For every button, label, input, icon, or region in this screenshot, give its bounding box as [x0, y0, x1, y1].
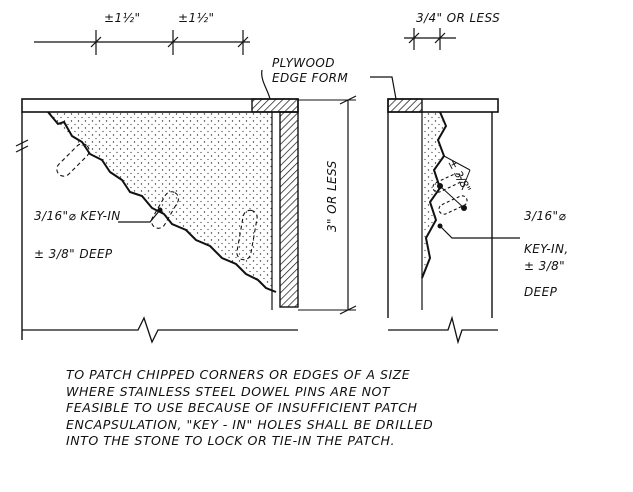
left-keyin-leader — [118, 209, 161, 223]
note-line: INTO THE STONE TO LOCK OR TIE-IN THE PAT… — [66, 433, 396, 448]
right-form-leader — [370, 76, 397, 100]
form-label-line2: EDGE FORM — [272, 71, 348, 85]
general-note: TO PATCH CHIPPED CORNERS OR EDGES OF A S… — [66, 367, 586, 450]
right-side-dim-label: ± 3/8" — [445, 157, 473, 194]
right-keyin-line4: DEEP — [524, 285, 558, 299]
left-keyin-line2: ± 3/8" DEEP — [34, 247, 113, 261]
note-line: WHERE STAINLESS STEEL DOWEL PINS ARE NOT — [66, 383, 391, 399]
form-label-leader — [261, 69, 271, 100]
left-patch-area — [48, 112, 272, 290]
right-keyin-leader — [439, 225, 520, 239]
left-edge-form-side — [279, 111, 299, 308]
right-top-dim-label: 3/4" OR LESS — [416, 11, 500, 25]
height-label: 3" OR LESS — [325, 160, 339, 232]
right-keyin-line2: KEY-IN, — [524, 242, 569, 256]
note-line: ENCAPSULATION, "KEY - IN" HOLES SHALL BE… — [66, 416, 434, 432]
note-line: TO PATCH CHIPPED CORNERS OR EDGES OF A S… — [66, 367, 411, 382]
right-edge-form — [387, 98, 423, 113]
left-edge-form-top — [251, 98, 299, 113]
left-fracture-line — [47, 111, 277, 293]
dim-right-label: ±1½" — [178, 11, 214, 25]
left-keyin-holes — [56, 143, 258, 261]
dim-left-label: ±1½" — [104, 11, 140, 25]
form-label-line1: PLYWOOD — [272, 56, 335, 70]
right-keyin-line1: 3/16"⌀ — [524, 209, 566, 223]
left-break-line — [22, 316, 298, 344]
right-patch-area — [422, 112, 444, 280]
right-break-line — [388, 315, 498, 345]
left-detail — [15, 30, 357, 344]
right-keyin-line3: ± 3/8" — [524, 259, 565, 273]
right-detail — [370, 28, 520, 345]
right-keyin-holes — [432, 173, 468, 215]
note-line: FEASIBLE TO USE BECAUSE OF INSUFFICIENT … — [66, 400, 418, 415]
left-keyin-line1: 3/16"⌀ KEY-IN — [34, 209, 121, 223]
